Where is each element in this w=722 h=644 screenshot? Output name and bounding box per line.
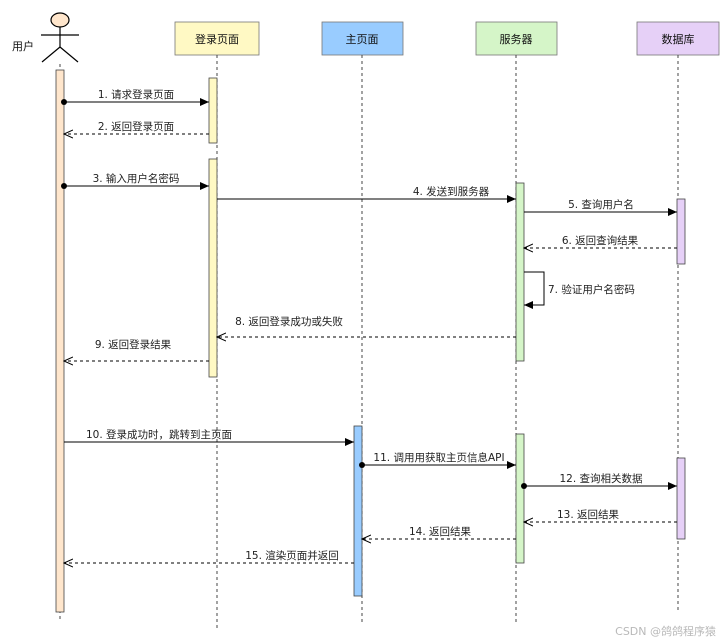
message-7-label: 7. 验证用户名密码 [548, 283, 635, 296]
activation-db-1 [676, 198, 686, 265]
participant-server-header: 服务器 [475, 21, 558, 56]
activation-server-1 [515, 182, 525, 362]
message-6: 6. 返回查询结果 [524, 234, 677, 248]
message-1-label: 1. 请求登录页面 [98, 88, 174, 101]
message-7: 7. 验证用户名密码 [524, 271, 635, 309]
participant-server-label: 服务器 [500, 33, 533, 46]
participant-db-label: 数据库 [662, 32, 695, 46]
message-5-label: 5. 查询用户名 [568, 198, 634, 211]
message-9: 9. 返回登录结果 [64, 338, 209, 361]
message-3-label: 3. 输入用户名密码 [93, 172, 180, 185]
message-11: 11. 调用用获取主页信息API [359, 451, 516, 469]
user-actor-icon [41, 12, 79, 63]
message-14-label: 14. 返回结果 [409, 525, 472, 538]
message-2: 2. 返回登录页面 [64, 120, 209, 134]
message-5: 5. 查询用户名 [524, 198, 677, 216]
message-11-label: 11. 调用用获取主页信息API [373, 451, 504, 464]
activation-login-2 [208, 158, 218, 378]
message-14: 14. 返回结果 [362, 525, 516, 539]
participant-main-label: 主页面 [346, 33, 379, 46]
message-1: 1. 请求登录页面 [61, 88, 209, 106]
message-12-label: 12. 查询相关数据 [559, 472, 643, 485]
message-12: 12. 查询相关数据 [521, 472, 677, 490]
activation-bars [55, 69, 686, 613]
activation-main [353, 425, 363, 597]
message-10-label: 10. 登录成功时，跳转到主页面 [86, 428, 232, 441]
actor-label: 用户 [12, 39, 34, 53]
message-8: 8. 返回登录成功或失败 [217, 315, 516, 337]
message-4: 4. 发送到服务器 [217, 185, 516, 203]
message-8-label: 8. 返回登录成功或失败 [235, 315, 343, 328]
activation-user [55, 69, 65, 613]
message-4-label: 4. 发送到服务器 [413, 185, 490, 198]
message-13-label: 13. 返回结果 [557, 508, 620, 521]
message-2-label: 2. 返回登录页面 [98, 120, 174, 133]
message-10: 10. 登录成功时，跳转到主页面 [64, 428, 354, 446]
participant-login-header: 登录页面 [174, 21, 260, 56]
participant-login-label: 登录页面 [195, 32, 239, 46]
message-3: 3. 输入用户名密码 [61, 172, 209, 190]
message-9-label: 9. 返回登录结果 [95, 338, 172, 351]
watermark: CSDN @鸽鸽程序猿 [615, 624, 716, 638]
message-6-label: 6. 返回查询结果 [562, 234, 639, 247]
activation-server-2 [515, 433, 525, 564]
message-15-label: 15. 渲染页面并返回 [245, 549, 339, 562]
activation-login-1 [208, 77, 218, 144]
message-13: 13. 返回结果 [524, 508, 677, 522]
message-15: 15. 渲染页面并返回 [64, 549, 354, 563]
participant-db-header: 数据库 [636, 21, 720, 56]
participant-main-header: 主页面 [321, 21, 404, 56]
activation-db-2 [676, 457, 686, 540]
